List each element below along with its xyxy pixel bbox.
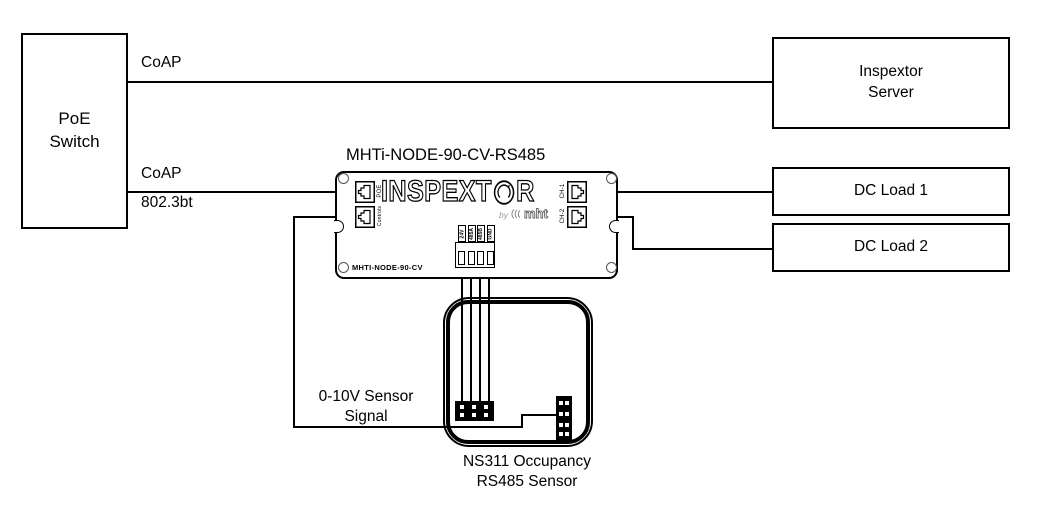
- mounting-hole-icon: [338, 262, 349, 273]
- mht-brand-label: mht: [523, 206, 549, 221]
- rj45-controls-port-icon: [355, 206, 375, 228]
- wire-ch2-v: [632, 216, 634, 250]
- sensor-caption: NS311 Occupancy RS485 Sensor: [427, 452, 627, 492]
- sensor-signal-line1: 0-10V Sensor: [318, 388, 414, 405]
- sensor-wire-1: [461, 268, 463, 405]
- knob-icon: [493, 179, 515, 205]
- terminal-pin: [477, 251, 484, 265]
- poe-switch-box: PoE Switch: [21, 33, 128, 229]
- sensor-wire-3: [479, 268, 481, 405]
- terminal-label-485a: 485A: [467, 225, 476, 242]
- terminal-pin: [467, 251, 475, 265]
- terminal-label-gnd: GND: [486, 225, 495, 242]
- sensor-caption-line1: NS311 Occupancy: [462, 453, 592, 470]
- coap-top-label: CoAP: [141, 54, 182, 71]
- terminal-label-485b: 485B: [477, 225, 485, 242]
- mounting-hole-icon: [338, 173, 349, 184]
- sensor-signal-label: 0-10V Sensor Signal: [296, 387, 436, 427]
- poe-switch-label-line2: Switch: [49, 132, 100, 151]
- inspextor-logo-text-right: R: [516, 174, 535, 208]
- mounting-notch-icon: [334, 220, 344, 233]
- by-label: by: [499, 210, 508, 220]
- ch2-port-label: CH-2: [560, 208, 566, 224]
- sensor-right-connector-icon: [556, 396, 572, 440]
- sensor-signal-line2: Signal: [344, 408, 388, 426]
- wire-coap-server: [126, 81, 772, 83]
- mounting-hole-icon: [606, 173, 617, 184]
- mht-arcs-icon: [511, 209, 521, 219]
- server-label-line1: Inspextor: [859, 63, 923, 81]
- dc-load-1-box: DC Load 1: [772, 167, 1010, 216]
- wire-controls-h: [293, 216, 357, 218]
- sensor-wire-2: [470, 268, 472, 405]
- wire-ch2-load2: [632, 248, 772, 250]
- wire-signal-v: [293, 216, 295, 428]
- mounting-hole-icon: [606, 262, 617, 273]
- server-label-line2: Server: [868, 84, 914, 101]
- terminal-pin: [486, 251, 494, 265]
- inspextor-logo-text-left: INSPEXT: [380, 174, 492, 208]
- terminal-pin: [458, 251, 465, 265]
- dc-load-2-label: DC Load 2: [853, 238, 929, 256]
- dc-load-1-label: DC Load 1: [853, 182, 929, 200]
- ch1-port-label: CH-1: [560, 183, 566, 199]
- wire-signal-step-v: [521, 414, 523, 428]
- sensor-caption-line2: RS485 Sensor: [476, 473, 578, 491]
- poe-standard-label: 802.3bt: [141, 194, 193, 211]
- rj45-poe-port-icon: [355, 181, 375, 203]
- inspextor-server-box: Inspextor Server: [772, 37, 1010, 129]
- dc-load-2-box: DC Load 2: [772, 223, 1010, 272]
- node-model-label: MHTI-NODE-90-CV: [352, 263, 423, 272]
- rj45-ch1-port-icon: [567, 181, 587, 203]
- coap-bottom-label: CoAP: [141, 165, 182, 182]
- mounting-notch-icon: [609, 220, 619, 233]
- wire-ch1-load1: [587, 191, 772, 193]
- inspextor-logo: INSPEXT R: [380, 174, 535, 209]
- terminal-label-24v: 24V: [458, 225, 466, 242]
- wire-signal-step-h: [521, 414, 559, 416]
- brand-byline: by mht: [499, 206, 549, 221]
- wire-signal-h: [293, 426, 523, 428]
- rj45-ch2-port-icon: [567, 206, 587, 228]
- node-title: MHTi-NODE-90-CV-RS485: [346, 146, 546, 164]
- occupancy-sensor-body: [443, 297, 593, 447]
- sensor-left-connector-icon: [455, 401, 494, 421]
- wire-coap-node: [126, 191, 357, 193]
- poe-switch-label-line1: PoE: [58, 109, 91, 129]
- sensor-wire-4: [488, 268, 490, 405]
